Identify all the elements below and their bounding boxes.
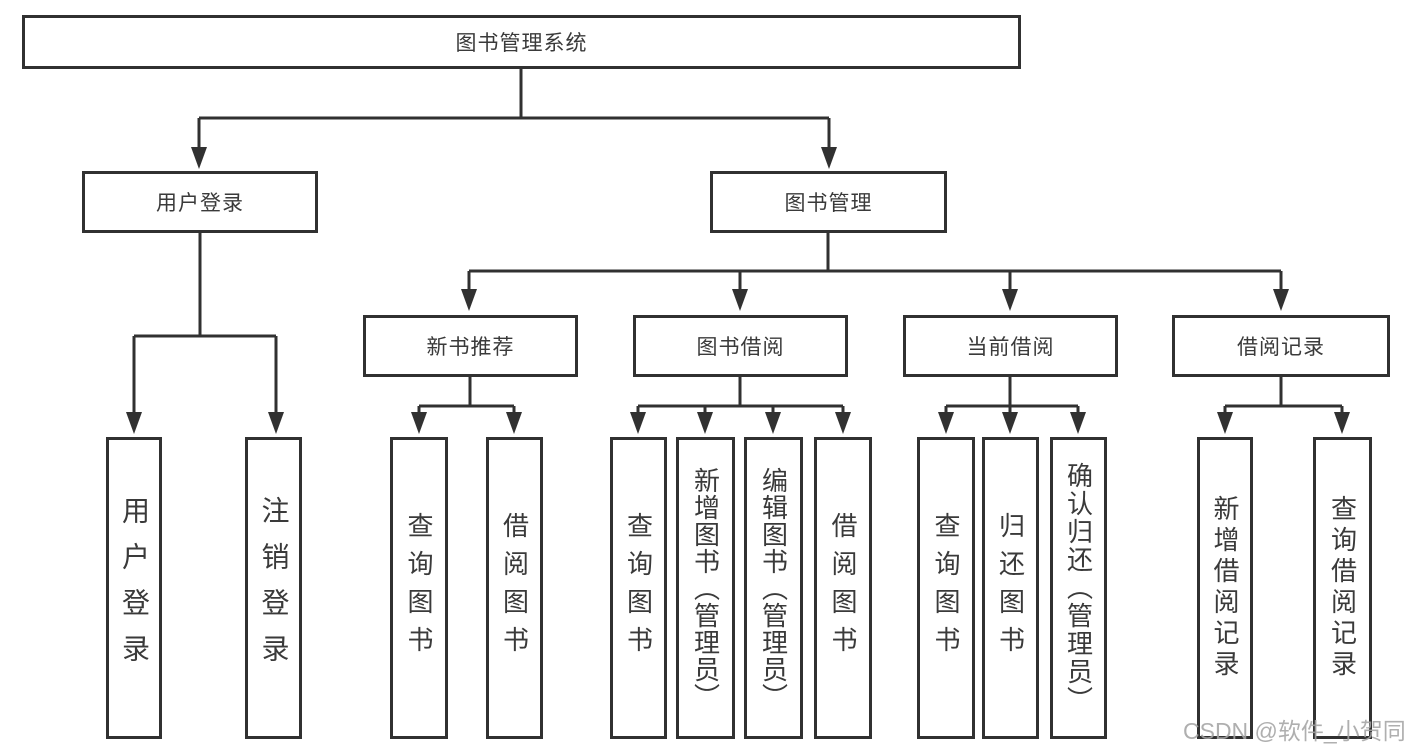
node-label: 查询借阅记录 [1327,495,1358,681]
node-label: 归还图书 [995,512,1026,664]
node-user-login: 用户登录 [82,171,318,233]
leaf-borrow-books-recommend: 借阅图书 [486,437,543,739]
node-label: 编辑图书（管理员） [758,466,789,710]
csdn-watermark: CSDN @软件_小贺同学 [1183,718,1405,744]
node-label: 新书推荐 [426,336,515,359]
node-label: 图书管理 [784,192,873,215]
node-book-borrow: 图书借阅 [633,315,848,377]
leaf-add-book-admin: 新增图书（管理员） [676,437,735,739]
node-label: 用户登录 [156,192,244,215]
node-label: 用户登录 [119,496,150,680]
node-label: 借阅记录 [1237,336,1325,359]
leaf-confirm-return-admin: 确认归还（管理员） [1050,437,1107,739]
node-label: 确认归还（管理员） [1063,462,1094,714]
node-label: 查询图书 [404,512,434,664]
node-label: 当前借阅 [966,336,1055,359]
node-label: 借阅图书 [499,512,530,664]
node-label: 查询图书 [931,512,961,664]
node-label: 新增图书（管理员） [690,466,721,710]
leaf-query-books-current: 查询图书 [917,437,975,739]
leaf-add-borrow-record: 新增借阅记录 [1197,437,1253,739]
leaf-borrow-books: 借阅图书 [814,437,872,739]
node-label: 注销登录 [258,496,290,680]
node-label: 图书管理系统 [455,32,588,55]
node-borrow-records: 借阅记录 [1172,315,1390,377]
node-label: 图书借阅 [696,336,785,359]
node-label: 新增借阅记录 [1210,495,1240,681]
leaf-query-books-recommend: 查询图书 [390,437,448,739]
leaf-query-books-borrow: 查询图书 [610,437,667,739]
leaf-user-login: 用户登录 [106,437,162,739]
leaf-edit-book-admin: 编辑图书（管理员） [744,437,803,739]
node-label: 借阅图书 [828,512,858,664]
node-label: 查询图书 [623,512,654,664]
leaf-logout: 注销登录 [245,437,302,739]
node-root: 图书管理系统 [22,15,1021,69]
node-current-borrow: 当前借阅 [903,315,1118,377]
leaf-return-book: 归还图书 [982,437,1039,739]
node-book-management: 图书管理 [710,171,947,233]
node-new-book-recommend: 新书推荐 [363,315,578,377]
leaf-query-borrow-record: 查询借阅记录 [1313,437,1372,739]
